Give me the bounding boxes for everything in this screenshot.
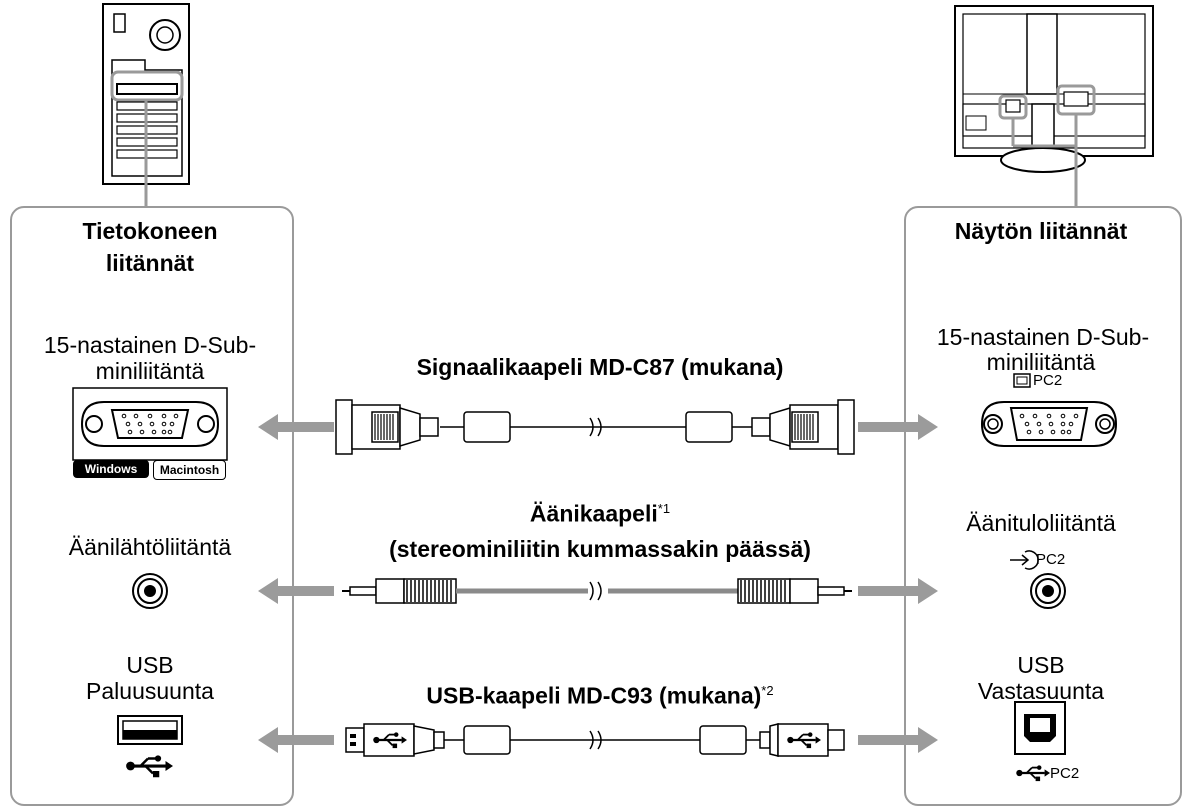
monitor-dsub-label-line2: miniliitäntä: [986, 349, 1096, 375]
computer-connectors-title-line1: Tietokoneen: [82, 218, 218, 244]
windows-badge: Windows: [73, 460, 149, 478]
usb-cable-icon: [345, 723, 845, 757]
audio-cable-title-line1: Äänikaapeli*1: [310, 494, 890, 529]
audio-output-label: Äänilähtöliitäntä: [68, 534, 232, 560]
signal-cable-icon: [335, 399, 855, 455]
computer-connectors-panel: [10, 206, 294, 806]
dsub-port-icon: [72, 387, 228, 461]
audio-cable-name: Äänikaapeli: [529, 500, 658, 527]
usb-upstream-label-line1: USB: [126, 652, 174, 678]
usb-cable-footnote: *2: [761, 683, 774, 698]
dsub-pc2-label: PC2: [1033, 372, 1063, 389]
usb-symbol-icon: [1015, 764, 1052, 783]
audio-input-label: Äänituloliitäntä: [966, 510, 1116, 536]
audio-pc2-label: PC2: [1036, 551, 1066, 568]
audio-jack-icon: [132, 573, 168, 609]
computer-connectors-title-line2: liitännät: [105, 250, 195, 276]
screen-symbol-icon: [1013, 373, 1031, 388]
monitor-rear-icon: [954, 5, 1154, 206]
usb-cable-title: USB-kaapeli MD-C93 (mukana)*2: [310, 676, 890, 711]
audio-cable-icon: [342, 578, 852, 604]
audio-cable-title-line2: (stereominiliitin kummassakin päässä): [389, 536, 811, 562]
monitor-connectors-title: Näytön liitännät: [954, 218, 1128, 244]
audio-cable-footnote: *1: [657, 501, 671, 516]
audio-jack-icon: [1030, 573, 1066, 609]
dsub-port-icon: [980, 401, 1118, 447]
usb-downstream-label-line1: USB: [1017, 652, 1065, 678]
usb-symbol-icon: [124, 753, 175, 779]
macintosh-badge: Macintosh: [153, 460, 226, 480]
direction-arrows: [258, 414, 938, 753]
usb-a-port-icon: [117, 715, 183, 745]
usb-b-port-icon: [1014, 701, 1066, 755]
computer-dsub-label-line1: 15-nastainen D-Sub-: [43, 332, 257, 358]
computer-tower-icon: [102, 3, 190, 206]
usb-pc2-label: PC2: [1050, 765, 1080, 782]
signal-cable-title: Signaalikaapeli MD-C87 (mukana): [416, 354, 784, 380]
audio-in-symbol-icon: [1010, 550, 1039, 570]
usb-downstream-label-line2: Vastasuunta: [977, 678, 1105, 704]
usb-upstream-label-line2: Paluusuunta: [86, 678, 214, 704]
monitor-dsub-label-line1: 15-nastainen D-Sub-: [936, 324, 1150, 350]
usb-cable-name: USB-kaapeli MD-C93 (mukana): [426, 682, 762, 709]
computer-dsub-label-line2: miniliitäntä: [95, 358, 205, 384]
